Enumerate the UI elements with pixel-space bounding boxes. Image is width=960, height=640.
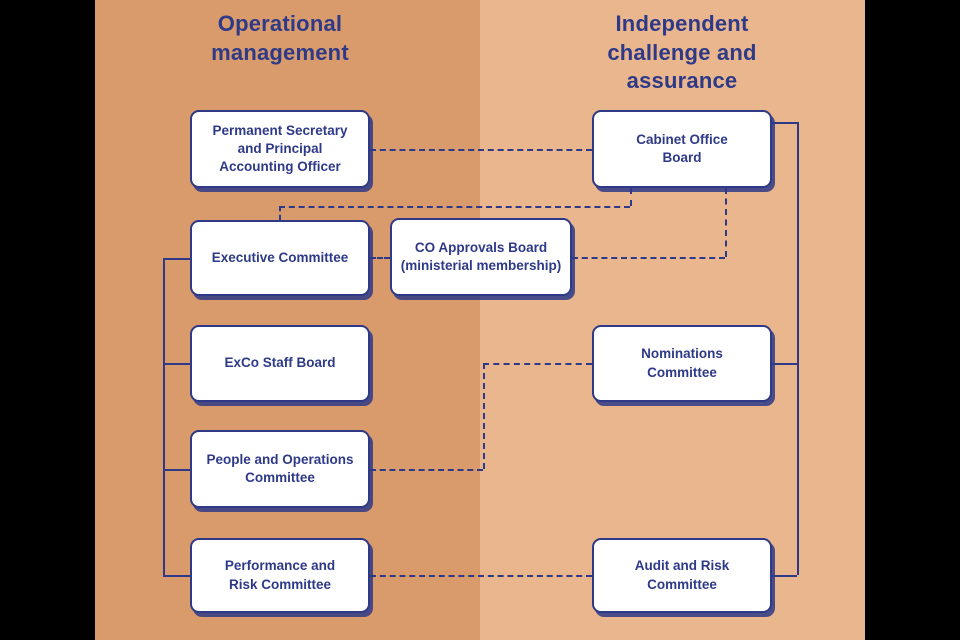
box-audit-risk-committee: Audit and Risk Committee (592, 538, 772, 613)
box-co-approvals-board: CO Approvals Board (ministerial membersh… (390, 218, 572, 296)
connector-exco-stub (163, 258, 190, 260)
connector-cob-approvals-dashed-horizontal (572, 257, 725, 259)
box-executive-committee: Executive Committee (190, 220, 370, 296)
connector-staff-board-stub (163, 363, 190, 365)
box-exco-staff-board: ExCo Staff Board (190, 325, 370, 402)
connector-exco-subcommittees-vertical (163, 258, 165, 575)
operational-management-panel (95, 0, 480, 640)
connector-nominations-dashed-horizontal (483, 363, 592, 365)
box-nominations-committee: Nominations Committee (592, 325, 772, 402)
connector-cob-exco-dashed-horizontal (279, 206, 630, 208)
connector-perf-audit-dashed (370, 575, 592, 577)
box-permanent-secretary: Permanent Secretary and Principal Accoun… (190, 110, 370, 188)
connector-performance-risk-stub (163, 575, 190, 577)
connector-ps-cob-dashed (370, 149, 592, 151)
connector-people-ops-stub (163, 469, 190, 471)
connector-cob-subcommittees-vertical (797, 122, 799, 575)
connector-cob-approvals-dashed-vertical (725, 188, 727, 257)
column-title-independent-challenge-assurance: Independent challenge and assurance (607, 11, 757, 94)
independent-assurance-panel (480, 0, 865, 640)
connector-audit-risk-stub (772, 575, 797, 577)
connector-cob-stub (772, 122, 797, 124)
box-performance-risk-committee: Performance and Risk Committee (190, 538, 370, 613)
connector-peopleops-dashed-horizontal (370, 469, 483, 471)
connector-exco-approvals-dashed (370, 257, 390, 259)
connector-peopleops-nominations-dashed-vertical (483, 363, 485, 469)
connector-nominations-stub (772, 363, 797, 365)
column-title-operational-management: Operational management (211, 11, 349, 65)
box-cabinet-office-board: Cabinet Office Board (592, 110, 772, 188)
connector-cob-exco-dashed-drop (630, 188, 632, 206)
box-people-operations-committee: People and Operations Committee (190, 430, 370, 508)
connector-cob-exco-dashed-rise (279, 206, 281, 220)
